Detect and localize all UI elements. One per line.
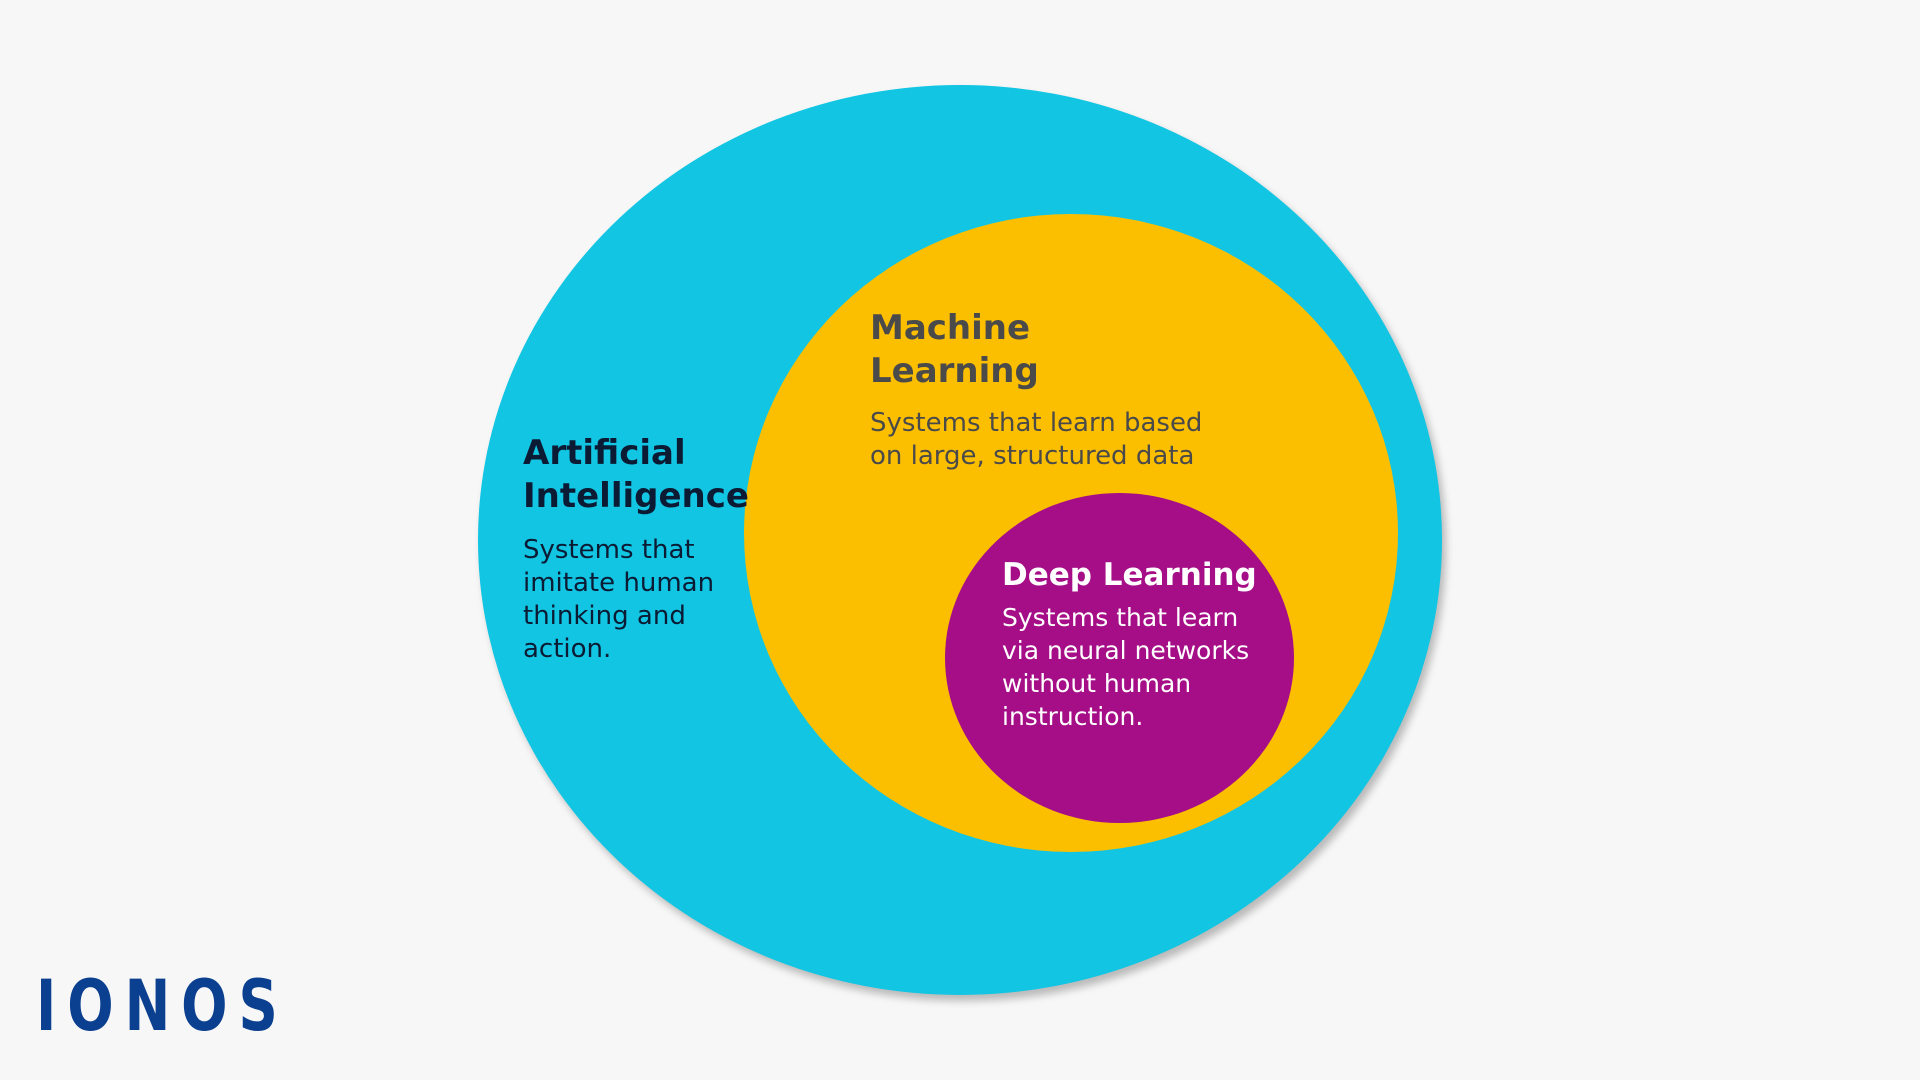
- ai-title: Artificial Intelligence: [523, 433, 749, 516]
- ai-description: Systems that imitate human thinking and …: [523, 535, 715, 664]
- dl-label-block: Deep Learning Systems that learn via neu…: [1002, 555, 1272, 733]
- dl-circle: [945, 493, 1294, 823]
- ml-title: Machine Learning: [870, 308, 1039, 391]
- ai-label-block: Artificial Intelligence Systems that imi…: [523, 432, 753, 666]
- dl-title: Deep Learning: [1002, 557, 1257, 593]
- ml-label-block: Machine Learning Systems that learn base…: [870, 307, 1230, 473]
- brand-logo: IONOS: [36, 965, 289, 1047]
- ml-description: Systems that learn based on large, struc…: [870, 408, 1203, 471]
- dl-description: Systems that learn via neural networks w…: [1002, 603, 1250, 731]
